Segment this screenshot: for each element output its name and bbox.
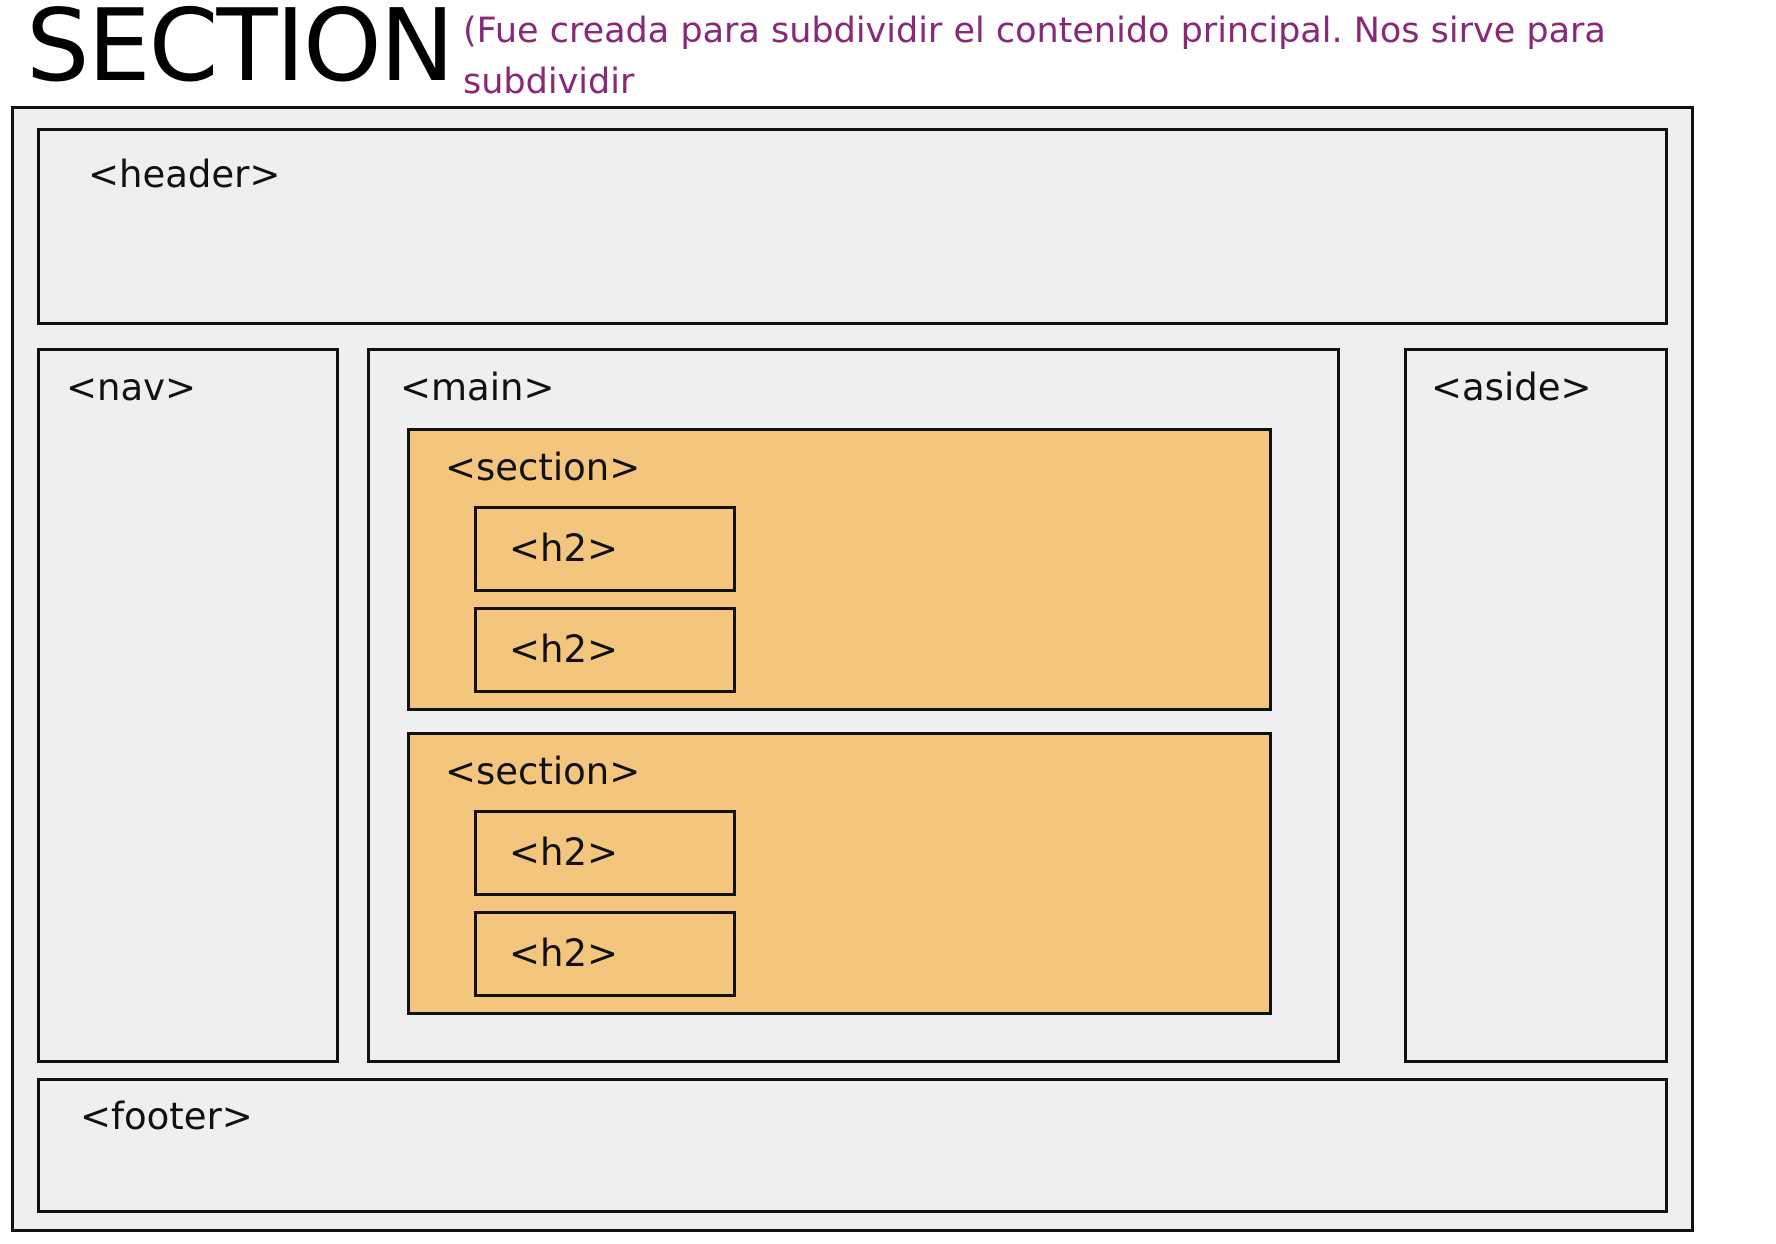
footer-box: <footer> (37, 1078, 1668, 1213)
diagram-title: SECTION (26, 0, 455, 104)
nav-label: <nav> (66, 366, 197, 409)
nav-box: <nav> (37, 348, 339, 1063)
header-box: <header> (37, 128, 1668, 325)
section-box: <section> <h2> <h2> (407, 428, 1272, 711)
aside-box: <aside> (1404, 348, 1668, 1063)
h2-box: <h2> (474, 607, 736, 693)
h2-label: <h2> (509, 831, 618, 874)
main-label: <main> (400, 366, 555, 409)
h2-label: <h2> (509, 932, 618, 975)
h2-box: <h2> (474, 810, 736, 896)
footer-label: <footer> (80, 1095, 253, 1138)
h2-box: <h2> (474, 911, 736, 997)
section-label: <section> (445, 446, 641, 489)
section-box: <section> <h2> <h2> (407, 732, 1272, 1015)
h2-label: <h2> (509, 527, 618, 570)
aside-label: <aside> (1431, 366, 1592, 409)
header-label: <header> (88, 153, 281, 196)
section-label: <section> (445, 750, 641, 793)
h2-label: <h2> (509, 628, 618, 671)
h2-box: <h2> (474, 506, 736, 592)
